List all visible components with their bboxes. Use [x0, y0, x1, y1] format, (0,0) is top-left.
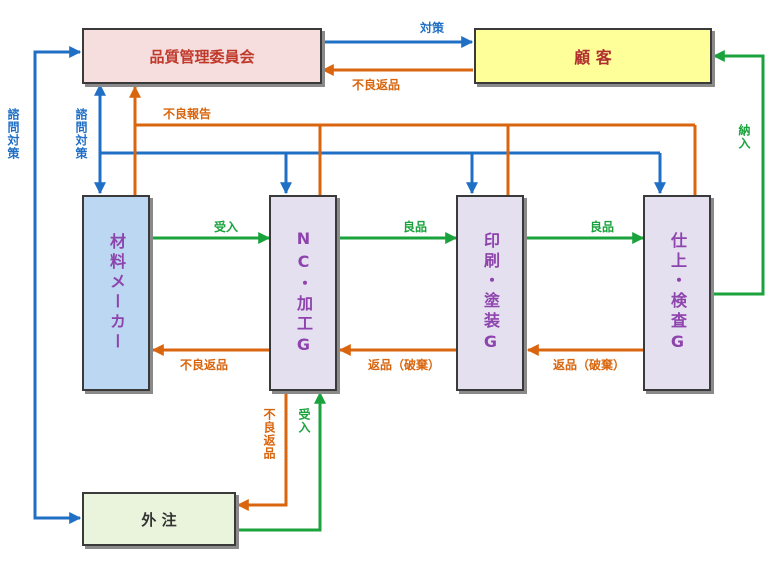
countermeasure-label: 対策	[420, 21, 445, 35]
arrow-defect-return-outsource	[236, 392, 288, 511]
return-scrap-2-label: 返品（破棄）	[553, 358, 626, 372]
customer-label: 顧 客	[574, 48, 612, 67]
material-maker-label: 材料メーカー	[107, 233, 126, 353]
accept-outsource-label: 受入	[297, 408, 311, 434]
nc-processing-box: NC・加工G	[269, 195, 337, 391]
outsource-label: 外 注	[141, 510, 177, 529]
nc-processing-label: NC・加工G	[294, 228, 313, 358]
inquiry-left-label: 諮問対策	[6, 108, 20, 160]
finish-inspect-label: 仕上・検査G	[668, 231, 687, 355]
qc-committee-box: 品質管理委員会	[82, 28, 322, 84]
print-paint-label: 印刷・塗装G	[481, 231, 500, 355]
good-nc-print-label: 良品	[403, 220, 428, 234]
customer-box: 顧 客	[474, 28, 712, 84]
defect-return-outsource-label: 不良返品	[262, 408, 276, 460]
defect-return-top-label: 不良返品	[352, 78, 401, 92]
print-paint-box: 印刷・塗装G	[456, 195, 524, 391]
finish-inspect-box: 仕上・検査G	[643, 195, 711, 391]
inquiry-inner-label: 諮問対策	[74, 108, 88, 160]
qc-committee-label: 品質管理委員会	[149, 47, 255, 66]
delivery-label: 納入	[737, 124, 751, 150]
accept-nc-label: 受入	[214, 220, 239, 234]
defect-report-label: 不良報告	[163, 107, 212, 121]
outsource-box: 外 注	[82, 492, 236, 546]
material-maker-box: 材料メーカー	[82, 195, 150, 391]
good-print-finish-label: 良品	[590, 220, 615, 234]
arrow-delivery	[712, 50, 765, 296]
return-scrap-1-label: 返品（破棄）	[368, 358, 441, 372]
arrow-inquiry-left	[33, 46, 82, 524]
defect-return-material-label: 不良返品	[180, 358, 229, 372]
arrow-accept-outsource	[238, 391, 326, 532]
